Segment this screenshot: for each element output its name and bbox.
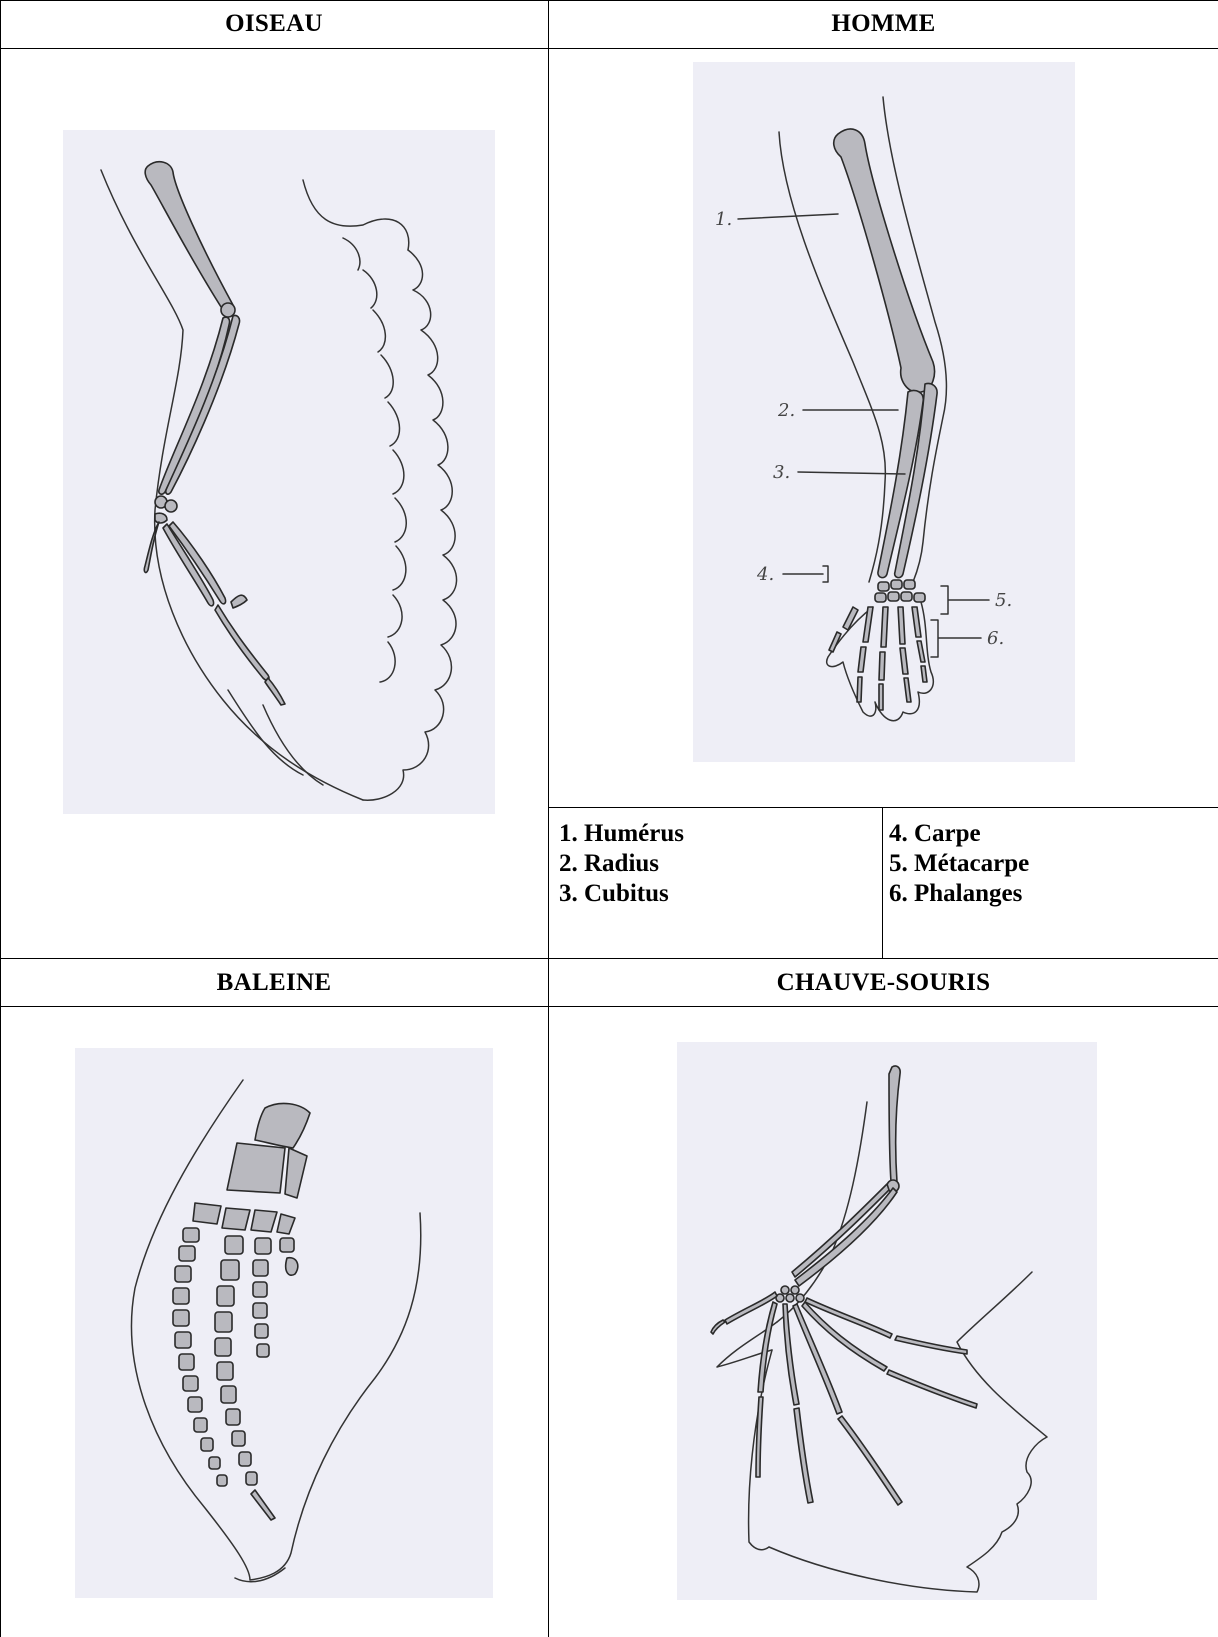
digit-left	[173, 1228, 227, 1486]
label-humerus: 1.	[715, 209, 732, 230]
label-radius: 2.	[777, 400, 795, 421]
header-whale: BALEINE	[0, 959, 548, 1007]
legend-item-metacarpe: 5. Métacarpe	[889, 849, 1029, 879]
label-cubitus: 3.	[773, 462, 790, 483]
legend-item-phalanges: 6. Phalanges	[889, 879, 1029, 909]
legend-item-radius: 2. Radius	[559, 849, 684, 879]
table-border-left	[0, 0, 1, 1637]
legend-right: 4. Carpe 5. Métacarpe 6. Phalanges	[889, 819, 1029, 909]
label-metacarpe: 5.	[995, 590, 1012, 611]
header-bird: OISEAU	[0, 0, 548, 48]
column-divider	[548, 0, 549, 1637]
header-bat: CHAUVE-SOURIS	[549, 959, 1218, 1007]
legend-divider-top	[548, 807, 1218, 808]
header-divider-top	[0, 48, 1218, 49]
label-phalanges: 6.	[987, 628, 1004, 649]
legend-column-divider	[882, 807, 883, 959]
digit-right	[253, 1238, 298, 1357]
legend-item-humerus: 1. Humérus	[559, 819, 684, 849]
human-arm-drawing: 1. 2. 3. 4. 5. 6.	[693, 62, 1075, 762]
header-human: HOMME	[549, 0, 1218, 48]
whale-flipper-drawing	[75, 1048, 493, 1598]
label-carpe: 4.	[756, 564, 774, 585]
legend-item-cubitus: 3. Cubitus	[559, 879, 684, 909]
bat-carpals	[776, 1286, 804, 1302]
legend-item-carpe: 4. Carpe	[889, 819, 1029, 849]
bird-wing-drawing	[63, 130, 495, 814]
bat-wing-drawing	[677, 1042, 1097, 1600]
legend-left: 1. Humérus 2. Radius 3. Cubitus	[559, 819, 684, 909]
